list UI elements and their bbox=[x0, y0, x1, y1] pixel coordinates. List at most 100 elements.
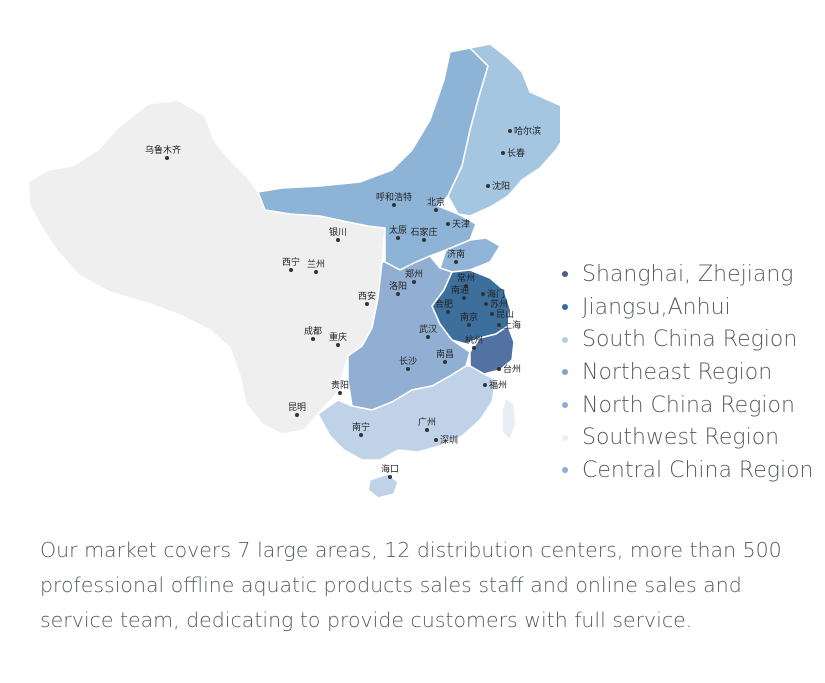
region-south-china bbox=[317, 365, 497, 461]
city-dot bbox=[483, 383, 487, 387]
city-label: 郑州 bbox=[405, 268, 423, 280]
city-dot bbox=[426, 335, 430, 339]
city-marker-haimen: 海门 bbox=[481, 288, 505, 300]
city-label: 洛阳 bbox=[389, 280, 407, 292]
city-label: 合肥 bbox=[435, 298, 453, 310]
city-marker-huhehaote: 呼和浩特 bbox=[376, 191, 412, 207]
city-label: 苏州 bbox=[490, 298, 508, 310]
legend-item: South China Region bbox=[562, 323, 813, 356]
city-dot bbox=[336, 238, 340, 242]
legend-dot bbox=[562, 369, 568, 376]
city-dot bbox=[472, 346, 476, 350]
china-region-map: 乌鲁木齐 哈尔滨长春沈阳呼和浩特 北京天津银川 太原石家庄济南西宁兰州郑州 常州洛阳西安… bbox=[27, 43, 560, 499]
city-marker-nanjing: 南京 bbox=[460, 311, 478, 327]
city-dot bbox=[467, 323, 471, 327]
city-label: 银川 bbox=[329, 226, 347, 238]
city-label: 南昌 bbox=[436, 348, 454, 360]
city-marker-suzhou: 苏州 bbox=[484, 298, 508, 310]
city-dot bbox=[165, 156, 169, 160]
city-marker-chengdu: 成都 bbox=[304, 325, 322, 341]
city-dot bbox=[446, 310, 450, 314]
city-label: 常州 bbox=[457, 272, 475, 284]
city-label: 昆山 bbox=[496, 309, 514, 320]
region-taiwan bbox=[501, 396, 517, 442]
city-label: 北京 bbox=[427, 196, 445, 208]
city-label: 长沙 bbox=[399, 355, 417, 367]
legend-label: Jiangsu,Anhui bbox=[582, 294, 731, 320]
city-dot bbox=[295, 413, 299, 417]
city-dot bbox=[396, 236, 400, 240]
city-dot bbox=[446, 222, 450, 226]
city-label: 昆明 bbox=[288, 402, 306, 413]
city-label: 成都 bbox=[304, 325, 322, 337]
city-label: 深圳 bbox=[440, 435, 458, 446]
city-label: 天津 bbox=[452, 219, 470, 230]
city-label: 广州 bbox=[418, 416, 436, 428]
city-marker-fuzhou: 福州 bbox=[483, 379, 507, 391]
legend-dot bbox=[562, 271, 568, 278]
city-marker-taizhou: 台州 bbox=[497, 363, 521, 375]
city-label: 海口 bbox=[381, 463, 399, 475]
city-label: 石家庄 bbox=[410, 226, 437, 238]
city-marker-zhengzhou: 郑州 bbox=[405, 268, 423, 284]
city-dot bbox=[434, 208, 438, 212]
city-label: 兰州 bbox=[307, 258, 325, 270]
city-marker-kunshan: 昆山 bbox=[490, 309, 514, 320]
city-label: 台州 bbox=[503, 363, 521, 375]
legend-dot bbox=[562, 467, 568, 474]
city-label: 南通 bbox=[451, 284, 469, 296]
legend-dot bbox=[562, 402, 568, 409]
city-label: 上海 bbox=[503, 319, 521, 331]
legend-dot bbox=[562, 434, 568, 441]
city-label: 海门 bbox=[487, 288, 505, 300]
city-dot bbox=[396, 292, 400, 296]
legend-item: Northeast Region bbox=[562, 356, 813, 389]
city-marker-shenyang: 沈阳 bbox=[486, 180, 510, 192]
market-description: Our market covers 7 large areas, 12 dist… bbox=[40, 538, 782, 632]
legend-item: North China Region bbox=[562, 389, 813, 422]
legend-item: Southwest Region bbox=[562, 421, 813, 454]
city-marker-nantong: 南通 bbox=[451, 284, 469, 300]
city-label: 呼和浩特 bbox=[376, 191, 412, 203]
city-dot bbox=[508, 129, 512, 133]
legend-label: Southwest Region bbox=[582, 425, 780, 451]
city-dot bbox=[338, 391, 342, 395]
legend-item: Shanghai, Zhejiang bbox=[562, 258, 813, 291]
city-marker-changzhou: 常州 bbox=[457, 272, 475, 288]
city-label: 重庆 bbox=[329, 331, 347, 343]
city-label: 乌鲁木齐 bbox=[145, 144, 181, 156]
city-marker-hefei: 合肥 bbox=[435, 298, 453, 314]
city-dot bbox=[434, 438, 438, 442]
city-marker-tianjin: 天津 bbox=[446, 219, 470, 230]
city-marker-beijing: 北京 bbox=[427, 196, 445, 212]
city-dot bbox=[490, 312, 494, 316]
city-marker-wuhan: 武汉 bbox=[419, 323, 437, 339]
city-marker-changsha: 长沙 bbox=[399, 355, 417, 371]
legend-dot bbox=[562, 336, 568, 343]
region-north-china bbox=[256, 47, 489, 271]
legend-label: Central China Region bbox=[582, 457, 814, 483]
legend-dot bbox=[562, 304, 568, 311]
city-dot bbox=[486, 184, 490, 188]
city-dot bbox=[462, 296, 466, 300]
city-marker-shijiazhuang: 石家庄 bbox=[410, 226, 438, 242]
city-marker-yinchuan: 银川 bbox=[329, 226, 347, 242]
city-marker-changchun: 长春 bbox=[501, 147, 525, 159]
city-dot bbox=[497, 367, 501, 371]
city-marker-luoyang: 洛阳 bbox=[389, 280, 407, 296]
city-marker-wulumuqi: 乌鲁木齐 bbox=[145, 144, 181, 160]
legend-label: South China Region bbox=[582, 327, 798, 353]
city-dot bbox=[359, 433, 363, 437]
city-label: 西安 bbox=[358, 290, 376, 302]
city-dot bbox=[454, 260, 458, 264]
city-marker-jinan: 济南 bbox=[447, 248, 465, 264]
city-marker-xian: 西安 bbox=[358, 290, 376, 306]
region-hainan bbox=[367, 473, 399, 499]
legend-item: Jiangsu,Anhui bbox=[562, 291, 813, 324]
city-label: 西宁 bbox=[282, 256, 300, 268]
city-marker-haerbin: 哈尔滨 bbox=[508, 125, 541, 137]
city-dot bbox=[464, 284, 468, 288]
city-marker-taiyuan: 太原 bbox=[389, 224, 407, 240]
city-dot bbox=[392, 203, 396, 207]
city-label: 哈尔滨 bbox=[514, 125, 541, 137]
